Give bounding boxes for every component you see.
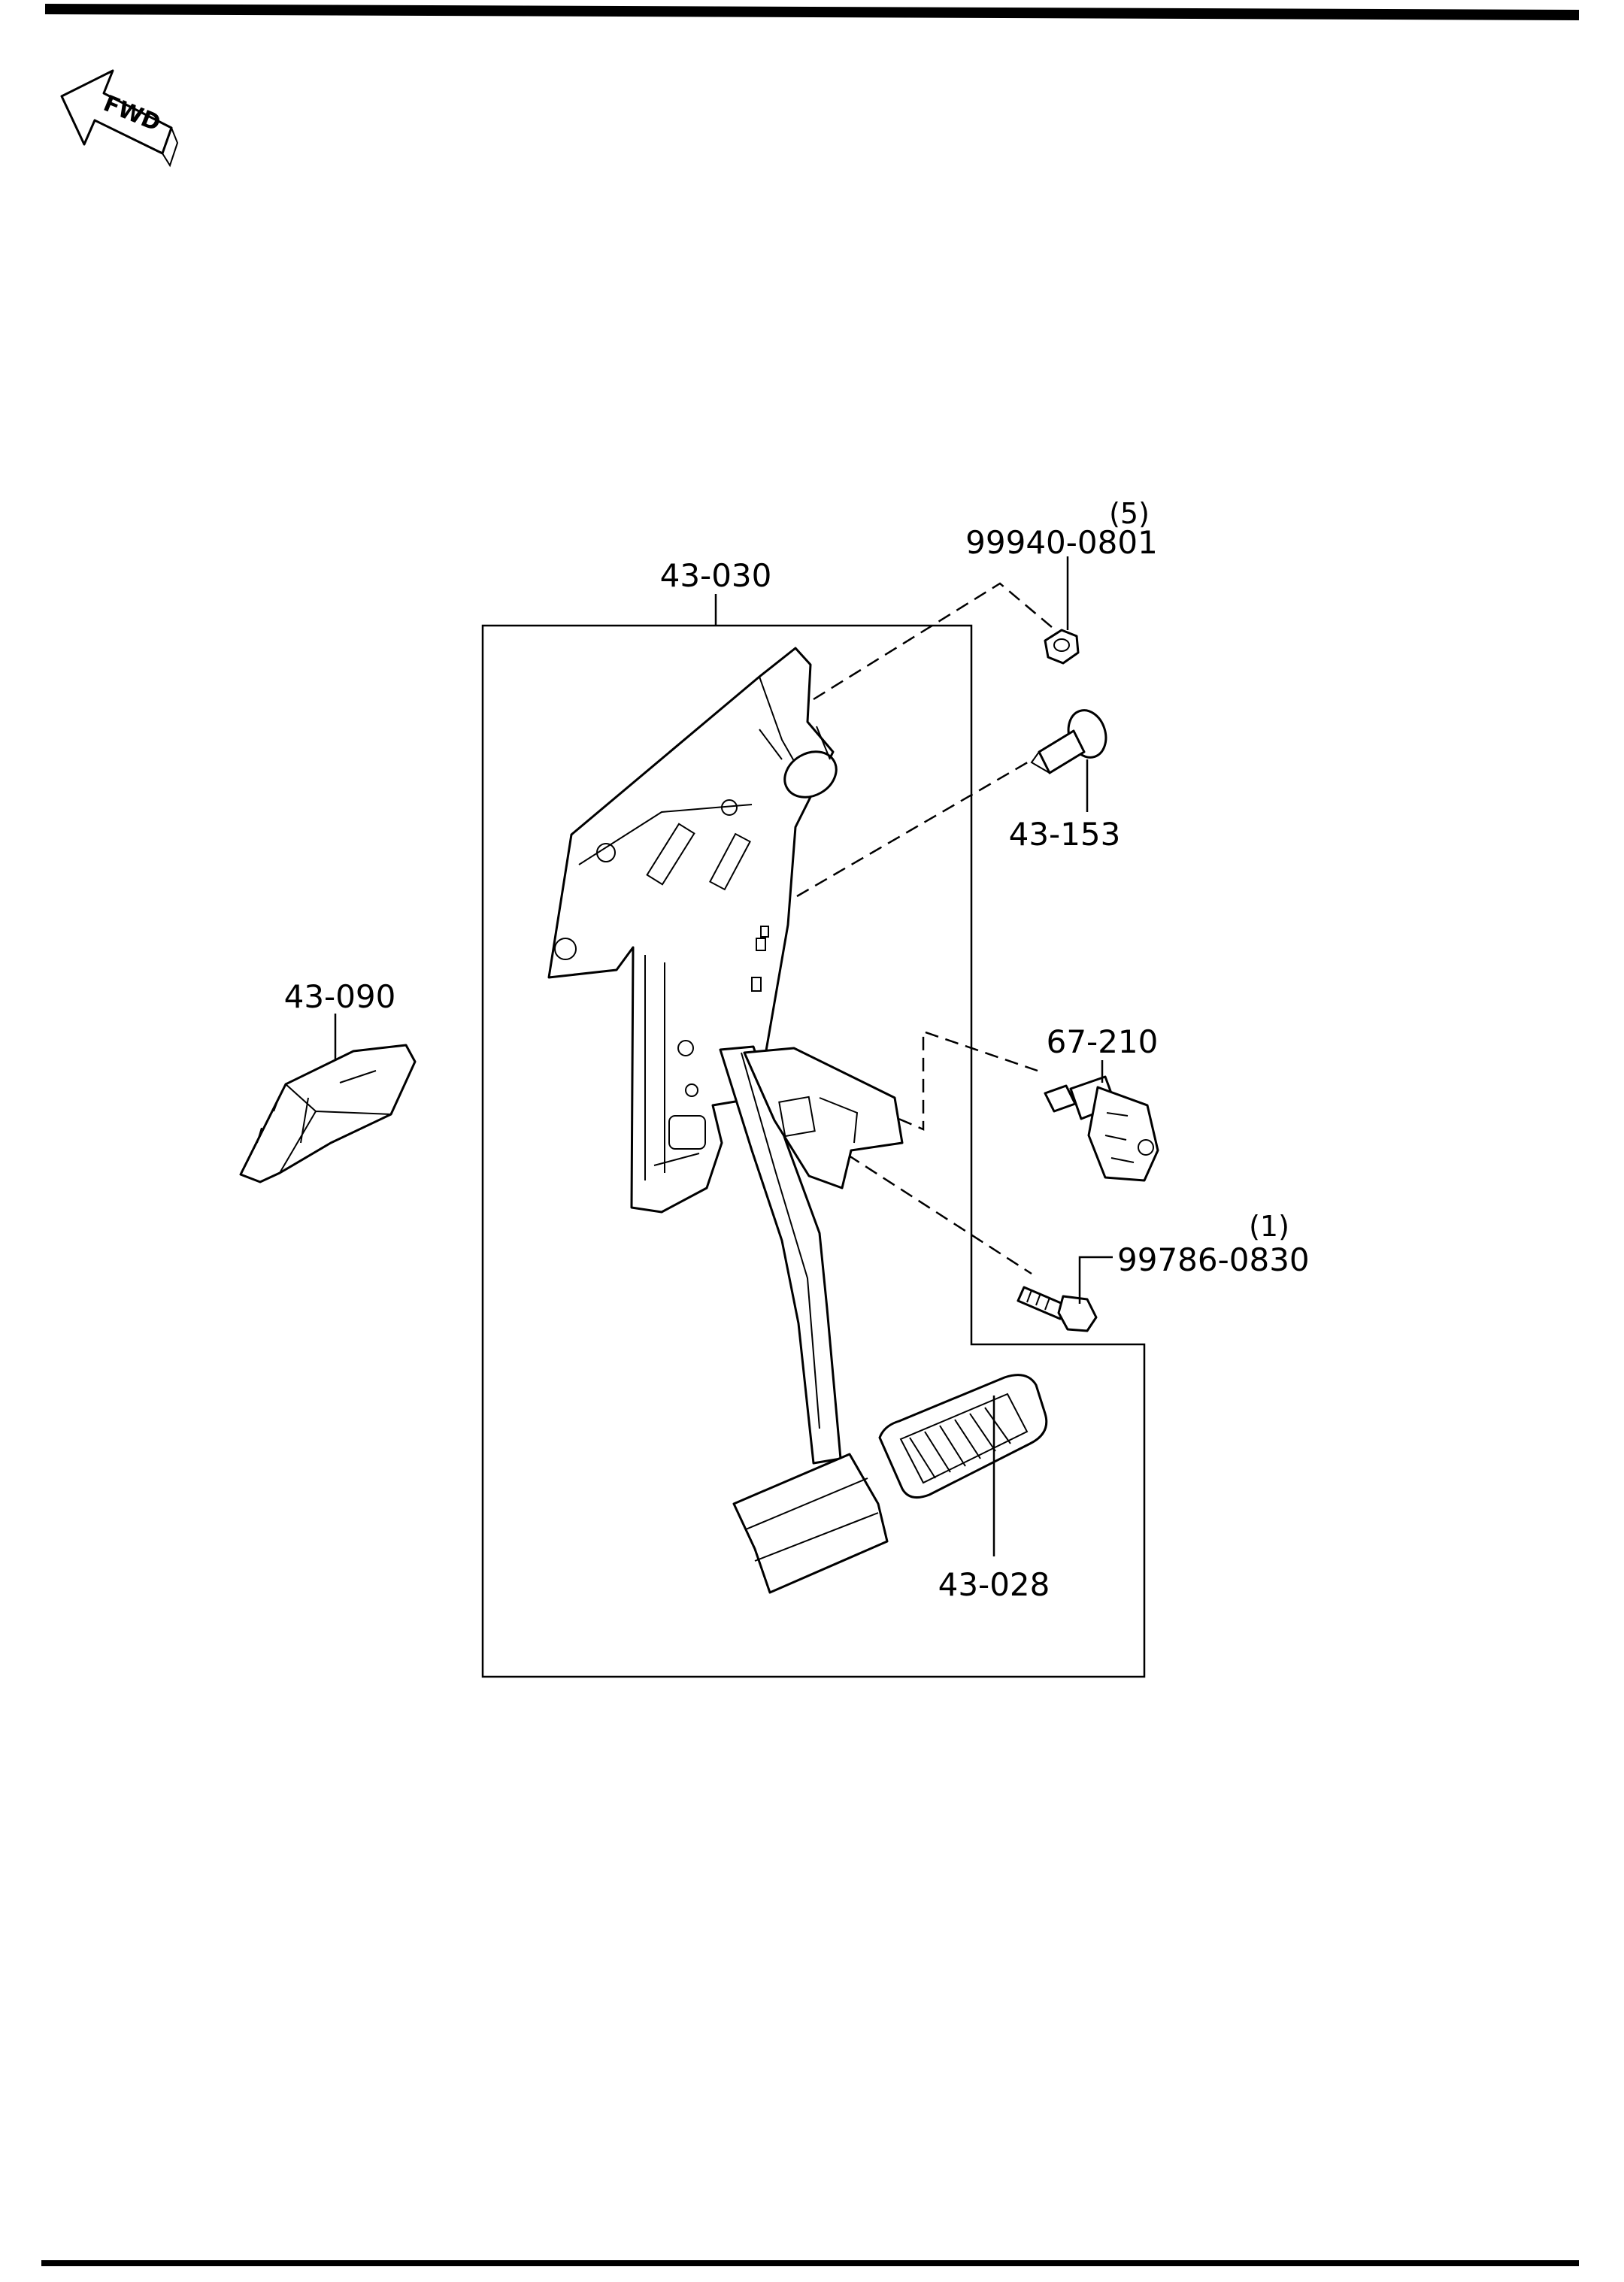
switch-bracket [743, 1047, 904, 1189]
callout-bolt-qty: (1) [1249, 1210, 1289, 1243]
callout-43-030: 43-030 [660, 557, 772, 594]
nut-part [1044, 629, 1080, 665]
callout-99940-0801: 99940-0801 [965, 524, 1158, 561]
callout-leaders [334, 556, 1113, 1556]
callout-43-028: 43-028 [938, 1566, 1050, 1603]
callout-99786-0830: 99786-0830 [1117, 1241, 1310, 1278]
callout-67-210: 67-210 [1047, 1023, 1159, 1060]
callout-nut-qty: (5) [1109, 497, 1150, 530]
assembly-outline [481, 624, 1146, 1678]
callout-43-090: 43-090 [284, 978, 396, 1015]
pedal-foot [732, 1453, 889, 1594]
reservoir-part [239, 1044, 417, 1183]
fwd-arrow-icon: FWD [60, 69, 179, 168]
callout-43-153: 43-153 [1009, 816, 1121, 853]
top-rule [44, 4, 1580, 20]
pedal-pad-part [878, 1374, 1048, 1499]
stopper-part [1030, 709, 1107, 774]
bolt-part [1017, 1286, 1098, 1332]
brake-switch-part [1044, 1075, 1159, 1182]
